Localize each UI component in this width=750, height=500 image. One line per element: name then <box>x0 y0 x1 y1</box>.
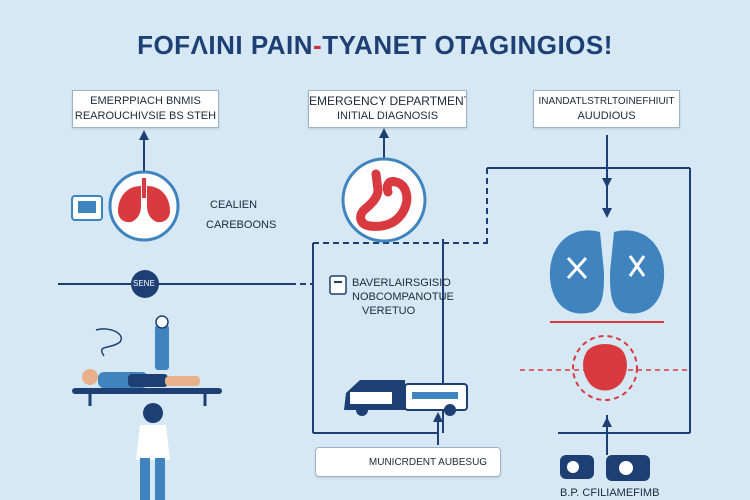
label-box-right-line2: AUUDIOUS <box>577 110 636 122</box>
ambulance-icon <box>344 380 468 416</box>
label-box-left: EMERPPIACH BNMIS REAROUCHIVSIE BS STEH <box>72 90 219 128</box>
label-box-right: INANDATLSTRLTOINEFHIUIT AUUDIOUS <box>533 90 680 128</box>
label-box-left-line2: REAROUCHIVSIE BS STEH <box>74 110 217 122</box>
title-accent: - <box>313 30 323 60</box>
document-icon <box>329 275 347 295</box>
label-careboons: CAREBOONS <box>206 219 277 231</box>
connector-lines <box>58 135 691 455</box>
arrowhead-right-2 <box>602 208 612 218</box>
title-prefix: FOFΛINI PAIN <box>137 30 314 60</box>
patient-stretcher-icon <box>72 315 222 406</box>
page-title: FOFΛINI PAIN-TYANET OTAGINGIOS! <box>0 30 750 61</box>
node-label: SENE <box>133 279 155 288</box>
lungs-icon <box>108 170 180 242</box>
label-box-center-line2: INITIAL DIAGNOSIS <box>336 110 439 122</box>
side-text-line1: BAVERLAIRSGISIO <box>352 277 451 289</box>
bottom-pill: MUNICRDENT AUBESUG <box>315 447 501 477</box>
standing-person-icon <box>136 403 170 500</box>
label-cealien: CEALIEN <box>210 199 258 211</box>
label-box-center: EMERGENCY DEPARTMENT INITIAL DIAGNOSIS <box>308 90 467 128</box>
stomach-icon <box>341 157 427 243</box>
label-box-center-line1: EMERGENCY DEPARTMENT <box>309 94 466 108</box>
side-text-line3: VERETUO <box>362 305 416 317</box>
arrowhead-right-1 <box>602 178 612 188</box>
bottom-right-caption: B.P. CFILIAMEFIMB <box>560 487 660 499</box>
arrowhead-center <box>379 128 389 138</box>
arrowhead-left <box>139 130 149 140</box>
bottom-pill-label: MUNICRDENT AUBESUG <box>368 457 488 468</box>
label-box-left-line1: EMERPPIACH BNMIS <box>90 95 201 107</box>
title-suffix: TYANET OTAGINGIOS! <box>322 30 613 60</box>
large-lungs-icon <box>549 230 665 323</box>
arrowhead-bottom-right <box>602 417 612 427</box>
side-text-line2: NOBCOMPANOTUE <box>352 291 454 303</box>
label-box-right-line1: INANDATLSTRLTOINEFHIUIT <box>538 96 675 107</box>
heart-organ-icon <box>520 335 690 401</box>
dashed-connectors <box>290 168 488 285</box>
goggles-icon <box>560 455 650 481</box>
node-circle <box>131 270 159 298</box>
arrowhead-pill <box>433 412 443 422</box>
monitor-device-icon <box>71 195 103 221</box>
